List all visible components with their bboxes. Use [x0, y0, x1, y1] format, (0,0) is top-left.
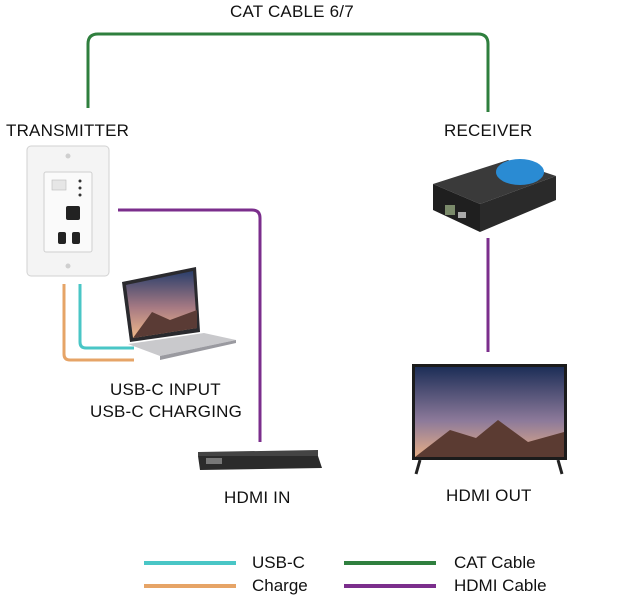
tv-image	[412, 364, 567, 475]
laptop-image	[122, 267, 236, 360]
hdmi-source-player	[198, 450, 322, 470]
legend-usbc-label: USB-C	[252, 553, 305, 572]
legend-charge-label: Charge	[252, 576, 308, 595]
usbc-input-label: USB-C INPUT	[110, 380, 221, 399]
hdmi-out-label: HDMI OUT	[446, 486, 532, 505]
usbc-cable-line	[78, 284, 134, 350]
legend-cat-label: CAT Cable	[454, 553, 536, 572]
transmitter-wallplate	[26, 145, 110, 277]
receiver-device	[433, 159, 556, 232]
charge-cable-line	[62, 284, 134, 362]
usbc-charging-label: USB-C CHARGING	[90, 402, 243, 421]
hdmi-in-label: HDMI IN	[224, 488, 291, 507]
receiver-label: RECEIVER	[444, 121, 533, 140]
legend-hdmi-label: HDMI Cable	[454, 576, 547, 595]
cat-cable-line	[86, 32, 490, 112]
cat-cable-label: CAT CABLE 6/7	[230, 2, 354, 21]
hdmi-in-cable-line	[118, 208, 262, 442]
transmitter-label: TRANSMITTER	[6, 121, 130, 140]
